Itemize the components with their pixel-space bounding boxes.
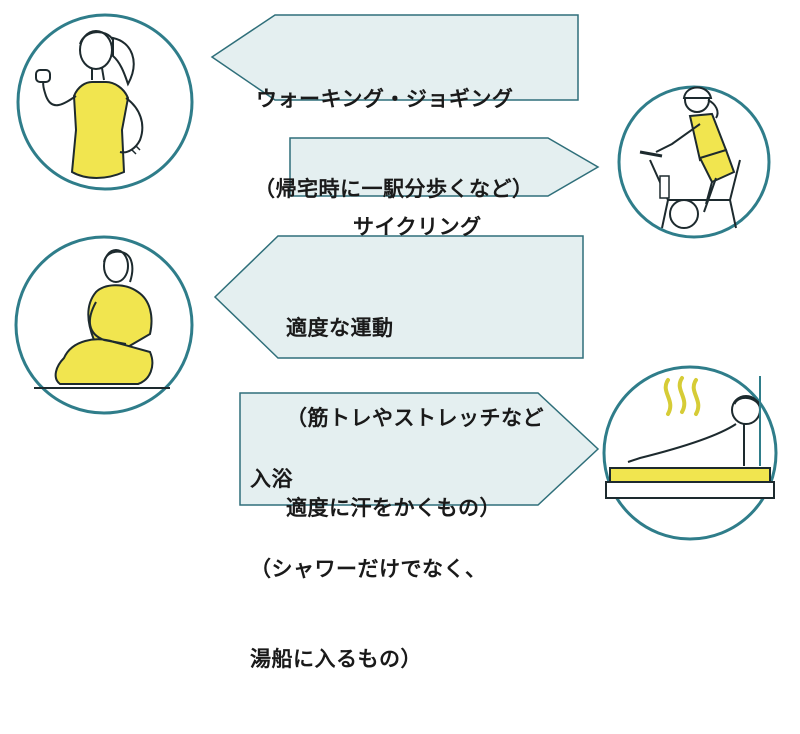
exercise-detail-2: 適度に汗をかくもの） xyxy=(286,495,501,520)
stretching-woman-icon xyxy=(14,235,194,415)
walking-title: ウォーキング・ジョギング xyxy=(256,86,514,111)
exercise-detail-1: （筋トレやストレッチなど xyxy=(286,405,544,430)
bathing-label: 入浴 （シャワーだけでなく、 湯船に入るもの） xyxy=(250,404,487,734)
bathing-detail-1: （シャワーだけでなく、 xyxy=(250,556,487,581)
cycling-woman-icon xyxy=(617,85,771,239)
cycling-title: サイクリング xyxy=(353,214,482,239)
walking-arrow-panel xyxy=(210,14,579,101)
bathing-detail-2: 湯船に入るもの） xyxy=(250,646,422,671)
cycling-arrow-panel xyxy=(289,137,600,197)
exercise-arrow-panel xyxy=(213,235,584,359)
bathing-title: 入浴 xyxy=(250,466,293,491)
diagram-graphics xyxy=(14,13,778,541)
jogging-woman-icon xyxy=(16,13,194,191)
walking-label: ウォーキング・ジョギング （帰宅時に一駅分歩くなど） xyxy=(254,24,534,264)
exercise-label: 適度な運動 （筋トレやストレッチなど 適度に汗をかくもの） xyxy=(286,253,544,583)
bathing-man-icon xyxy=(602,365,778,541)
bathing-arrow-panel xyxy=(239,392,600,506)
exercise-title: 適度な運動 xyxy=(286,315,394,340)
cycling-label: サイクリング xyxy=(353,152,482,302)
activity-diagram: ウォーキング・ジョギング （帰宅時に一駅分歩くなど） サイクリング 適度な運動 … xyxy=(14,13,778,671)
walking-detail: （帰宅時に一駅分歩くなど） xyxy=(254,176,534,201)
